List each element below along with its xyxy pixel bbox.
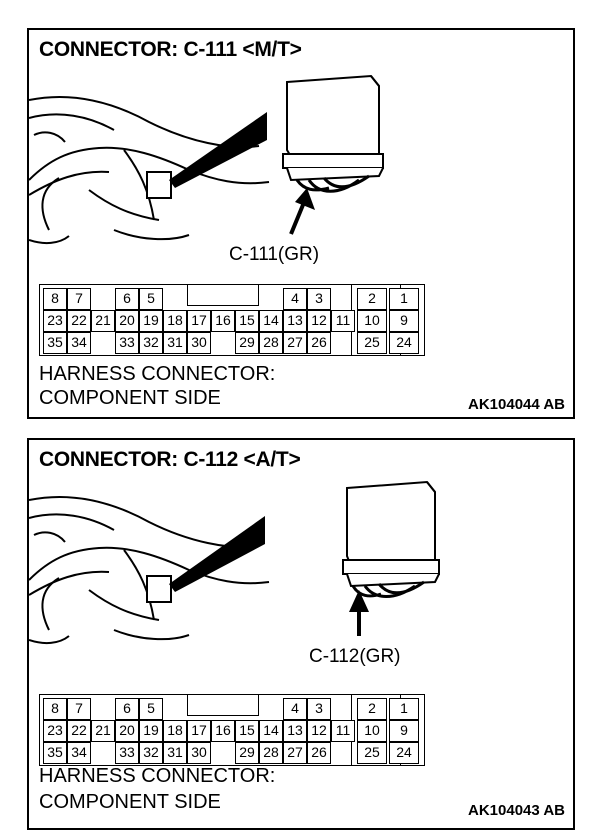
pin-29: 29 — [235, 332, 259, 354]
pin-12: 12 — [307, 310, 331, 332]
pin-18: 18 — [163, 310, 187, 332]
pin-4: 4 — [283, 698, 307, 720]
pin-9: 9 — [389, 310, 419, 332]
connector-callout-label: C-112(GR) — [309, 646, 401, 667]
pin-14: 14 — [259, 720, 283, 742]
pin-1: 1 — [389, 288, 419, 310]
pointer-arrow — [289, 188, 315, 235]
pin-11: 11 — [331, 310, 355, 332]
pin-20: 20 — [115, 720, 139, 742]
pin-9: 9 — [389, 720, 419, 742]
pin-32: 32 — [139, 332, 163, 354]
pin-33: 33 — [115, 332, 139, 354]
pin-25: 25 — [357, 332, 387, 354]
pin-8: 8 — [43, 288, 67, 310]
caption-component-side: COMPONENT SIDE — [39, 791, 221, 813]
pin-15: 15 — [235, 720, 259, 742]
pin-30: 30 — [187, 742, 211, 764]
connector-key-slot — [187, 284, 259, 306]
pin-17: 17 — [187, 720, 211, 742]
pin-22: 22 — [67, 720, 91, 742]
figure-code: AK104044 AB — [468, 396, 565, 413]
pin-6: 6 — [115, 698, 139, 720]
pin-23: 23 — [43, 310, 67, 332]
panel-title: CONNECTOR: C-111 <M/T> — [39, 38, 302, 61]
pin-5: 5 — [139, 698, 163, 720]
pin-5: 5 — [139, 288, 163, 310]
pin-7: 7 — [67, 288, 91, 310]
pin-32: 32 — [139, 742, 163, 764]
pin-20: 20 — [115, 310, 139, 332]
callout-wedge — [169, 516, 265, 592]
connector-panel-c111: CONNECTOR: C-111 <M/T> C-111(GR) — [27, 28, 575, 419]
pin-17: 17 — [187, 310, 211, 332]
pin-26: 26 — [307, 332, 331, 354]
pin-15: 15 — [235, 310, 259, 332]
panel-title: CONNECTOR: C-112 <A/T> — [39, 448, 301, 471]
pin-2: 2 — [357, 698, 387, 720]
pin-3: 3 — [307, 698, 331, 720]
pin-7: 7 — [67, 698, 91, 720]
figure-code: AK104043 AB — [468, 802, 565, 819]
dashboard-illustration — [29, 74, 384, 245]
pin-19: 19 — [139, 310, 163, 332]
pin-28: 28 — [259, 332, 283, 354]
connector-key-slot — [187, 694, 259, 716]
pin-28: 28 — [259, 742, 283, 764]
pin-29: 29 — [235, 742, 259, 764]
pin-23: 23 — [43, 720, 67, 742]
pin-18: 18 — [163, 720, 187, 742]
connector-panel-c112: CONNECTOR: C-112 <A/T> C-112(GR) — [27, 438, 575, 830]
pin-3: 3 — [307, 288, 331, 310]
connector-location-marker — [146, 575, 172, 603]
pin-31: 31 — [163, 332, 187, 354]
pin-4: 4 — [283, 288, 307, 310]
pin-30: 30 — [187, 332, 211, 354]
pin-34: 34 — [67, 332, 91, 354]
pin-2: 2 — [357, 288, 387, 310]
caption-harness-connector: HARNESS CONNECTOR: — [39, 363, 276, 385]
caption-component-side: COMPONENT SIDE — [39, 387, 221, 409]
pin-13: 13 — [283, 310, 307, 332]
pin-16: 16 — [211, 720, 235, 742]
pointer-arrow — [349, 590, 369, 636]
pin-33: 33 — [115, 742, 139, 764]
caption-harness-connector: HARNESS CONNECTOR: — [39, 765, 276, 787]
ecu-module — [342, 480, 440, 598]
pin-24: 24 — [389, 332, 419, 354]
pin-10: 10 — [357, 310, 387, 332]
pin-27: 27 — [283, 332, 307, 354]
connector-location-marker — [146, 171, 172, 199]
pin-27: 27 — [283, 742, 307, 764]
pin-8: 8 — [43, 698, 67, 720]
pin-19: 19 — [139, 720, 163, 742]
pin-22: 22 — [67, 310, 91, 332]
callout-wedge — [169, 112, 267, 188]
pin-25: 25 — [357, 742, 387, 764]
pin-21: 21 — [91, 720, 115, 742]
pin-35: 35 — [43, 742, 67, 764]
connector-callout-label: C-111(GR) — [229, 244, 320, 265]
pin-10: 10 — [357, 720, 387, 742]
dashboard-illustration — [29, 480, 440, 645]
pin-13: 13 — [283, 720, 307, 742]
pin-12: 12 — [307, 720, 331, 742]
pin-16: 16 — [211, 310, 235, 332]
pin-24: 24 — [389, 742, 419, 764]
pin-11: 11 — [331, 720, 355, 742]
pin-6: 6 — [115, 288, 139, 310]
pin-34: 34 — [67, 742, 91, 764]
pin-26: 26 — [307, 742, 331, 764]
pin-31: 31 — [163, 742, 187, 764]
pin-14: 14 — [259, 310, 283, 332]
ecu-module — [282, 74, 384, 193]
pin-1: 1 — [389, 698, 419, 720]
pin-21: 21 — [91, 310, 115, 332]
pin-35: 35 — [43, 332, 67, 354]
